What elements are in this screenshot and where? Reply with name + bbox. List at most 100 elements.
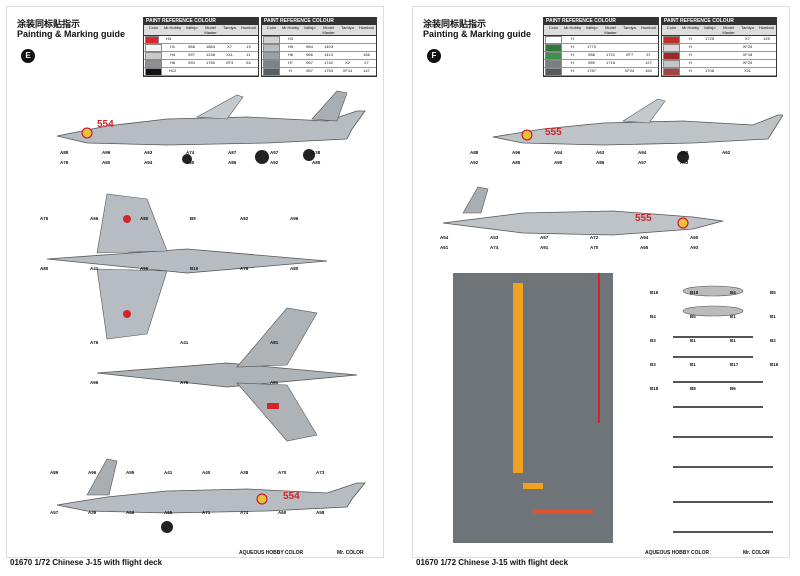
paint-code	[757, 60, 776, 67]
paint-row: H	[544, 36, 658, 44]
part-callout: A63	[596, 150, 605, 155]
paint-table-a: PAINT REFERENCE COLOUR Color Mr.Hobby Va…	[143, 17, 259, 77]
part-callout: A38	[312, 150, 321, 155]
paint-table-title: PAINT REFERENCE COLOUR	[144, 18, 258, 25]
aircraft-side-profile-2	[56, 458, 366, 533]
left-page: 涂装同标贴指示 Painting & Marking guide E PAINT…	[6, 6, 384, 558]
deck-marking-red	[533, 509, 593, 514]
paint-swatch	[262, 68, 281, 76]
paint-code: H	[571, 52, 574, 57]
side-number: 554	[97, 119, 114, 130]
paint-swatch	[544, 68, 563, 76]
page-title: Painting & Marking guide	[423, 29, 532, 39]
part-callout: A92	[270, 160, 279, 165]
paint-code: H	[689, 44, 692, 49]
paint-code: XF7	[625, 52, 634, 57]
paint-code	[700, 52, 719, 59]
part-callout: A57	[540, 235, 549, 240]
part-callout: A94	[638, 150, 647, 155]
col: Humbrol	[240, 25, 257, 30]
footer-right: 01670 1/72 Chinese J-15 with flight deck	[416, 558, 569, 567]
paint-code: XF24	[624, 68, 635, 73]
aircraft-top-view	[46, 193, 328, 340]
paint-code: 1780	[206, 60, 215, 65]
part-callout: A88	[470, 150, 479, 155]
col: Vallejo	[585, 25, 598, 30]
aircraft-side-profile-2	[442, 186, 724, 236]
part-callout: B15	[690, 290, 699, 295]
legend-mr-color: Mr. COLOR	[337, 550, 364, 556]
part-callout: A70	[590, 245, 599, 250]
paint-table-a: PAINT REFERENCE COLOUR Color Mr.Hobby Va…	[543, 17, 659, 77]
paint-code	[582, 36, 601, 43]
paint-code: 968	[188, 44, 195, 49]
paint-code: 964	[306, 44, 313, 49]
paint-table-cols: Color Mr.Hobby Vallejo Model Master Tami…	[262, 25, 376, 36]
paint-code	[193, 36, 209, 43]
paint-code: 160	[645, 68, 652, 73]
part-callout: B8	[690, 386, 696, 391]
part-callout: A74	[240, 510, 249, 515]
part-callout: A66	[126, 510, 135, 515]
paint-code	[601, 44, 620, 51]
part-callout: A93	[690, 245, 699, 250]
paint-code	[601, 68, 620, 75]
paint-code: 1403	[324, 44, 333, 49]
part-callout: B18	[650, 386, 659, 391]
part-callout: A96	[90, 380, 99, 385]
paint-code: XF18	[742, 52, 753, 57]
col: Humbrol	[758, 25, 775, 30]
part-callout: A62	[722, 150, 731, 155]
side-number-2: 555	[635, 213, 652, 224]
paint-code	[201, 68, 220, 75]
part-callout: A58	[316, 510, 325, 515]
part-callout: A41	[164, 470, 173, 475]
col: Model Master	[322, 25, 335, 35]
paint-code	[225, 36, 241, 43]
paint-table-cols: Color Mr.Hobby Vallejo Model Master Tami…	[544, 25, 658, 36]
col: Color	[266, 25, 277, 30]
part-callout: A90	[554, 160, 563, 165]
part-callout: A91	[540, 245, 549, 250]
paint-code: 967	[306, 60, 313, 65]
part-callout: A65	[640, 245, 649, 250]
paint-swatch	[262, 36, 281, 44]
part-callout: A85	[312, 160, 321, 165]
paint-code: X11	[744, 68, 751, 73]
paint-code	[620, 36, 639, 43]
paint-code: H	[689, 60, 692, 65]
part-callout: A96	[102, 150, 111, 155]
paint-code: H4	[169, 52, 176, 57]
paint-code: H5	[287, 44, 294, 49]
paint-code: XF14	[342, 68, 353, 73]
paint-code	[182, 68, 201, 75]
paint-code	[719, 68, 738, 75]
col: Tamiya	[341, 25, 354, 30]
paint-code: H	[571, 60, 574, 65]
paint-code	[601, 36, 620, 43]
col: Tamiya	[223, 25, 236, 30]
col: Vallejo	[303, 25, 316, 30]
paint-code: 1718	[606, 60, 615, 65]
paint-swatch	[144, 68, 163, 76]
part-callout: A81	[270, 380, 279, 385]
part-callout: B3	[650, 338, 656, 343]
paint-swatch	[544, 60, 563, 68]
paint-code	[338, 52, 357, 59]
paint-code: H	[689, 36, 692, 41]
part-callout: A57	[270, 150, 279, 155]
part-callout: A71	[202, 510, 211, 515]
paint-table-b: PAINT REFERENCE COLOUR Color Mr.Hobby Va…	[661, 17, 777, 77]
part-callout: A86	[596, 160, 605, 165]
part-callout: B5	[770, 290, 776, 295]
deck-marking	[523, 483, 543, 489]
col: Tamiya	[623, 25, 636, 30]
